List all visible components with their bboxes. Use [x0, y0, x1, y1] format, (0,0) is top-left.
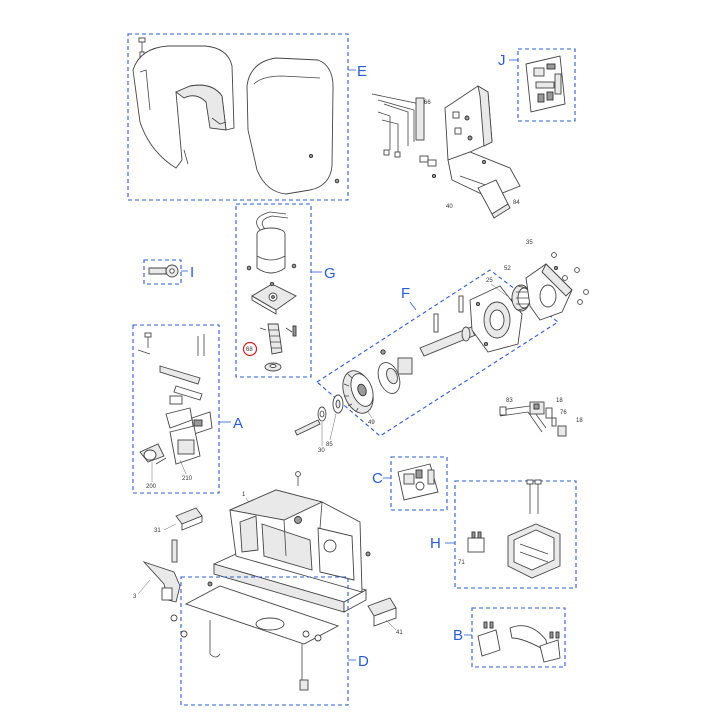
cover-closed-part — [246, 57, 340, 195]
part-number-85: 85 — [326, 442, 333, 448]
pinion-cover-part — [525, 263, 573, 321]
group-h-box — [454, 480, 577, 589]
spacer-washer-part — [264, 362, 282, 372]
leader-210 — [179, 459, 187, 475]
highlight-ring — [242, 341, 258, 357]
group-j[interactable]: J — [498, 48, 576, 122]
part-number-40: 40 — [446, 204, 453, 210]
highlighted-part-68[interactable]: 68 — [242, 341, 258, 357]
leader-41 — [385, 619, 397, 631]
group-a[interactable]: A 200 210 — [132, 324, 243, 494]
leader-49 — [367, 411, 373, 419]
motor-flange-part — [251, 281, 297, 315]
part-number-210: 210 — [182, 476, 193, 482]
group-a-label: A — [233, 415, 243, 432]
helical-gear-part — [342, 370, 374, 414]
group-f-label: F — [401, 285, 410, 302]
cable-plug-part — [175, 507, 203, 531]
group-h[interactable]: H 71 — [430, 479, 577, 589]
base-housing-part — [212, 471, 371, 613]
group-b-label: B — [453, 627, 463, 644]
part-number-83: 83 — [506, 398, 513, 404]
leader-31 — [163, 523, 177, 531]
group-g[interactable]: G 68 — [235, 203, 336, 378]
gear-spacer-part — [367, 597, 397, 627]
part-number-49: 49 — [368, 420, 375, 426]
part-number-31: 31 — [154, 528, 161, 534]
part-number-30: 30 — [318, 448, 325, 454]
part-number-1: 1 — [242, 492, 246, 498]
board-mount-assembly: 66 40 84 — [371, 85, 521, 219]
group-i[interactable]: I — [143, 259, 194, 285]
limit-switch-plates-part — [477, 621, 561, 663]
group-i-label: I — [190, 264, 194, 281]
part-number-41: 41 — [396, 630, 403, 636]
group-j-box — [517, 48, 576, 122]
washer-part — [317, 394, 344, 422]
output-shaft-part — [419, 324, 480, 357]
group-g-label: G — [324, 265, 336, 282]
group-a-box — [132, 324, 220, 494]
control-board-part — [525, 55, 566, 113]
cover-screws-part: 35 52 — [504, 240, 589, 305]
transformer-part — [507, 479, 561, 579]
part-number-76: 76 — [560, 410, 567, 416]
group-f-leader — [409, 301, 417, 311]
group-e-label: E — [357, 63, 367, 80]
leader-25 — [490, 283, 508, 297]
group-b[interactable]: B — [453, 607, 566, 668]
part-number-18b: 18 — [576, 418, 583, 424]
cable-harness-part — [371, 93, 425, 158]
part-number-66: 66 — [424, 100, 431, 106]
part-number-68: 68 — [246, 347, 253, 353]
gear-hub-part — [377, 357, 413, 394]
group-d[interactable]: D — [170, 576, 369, 706]
group-e[interactable]: E — [127, 33, 367, 201]
part-number-71: 71 — [458, 560, 465, 566]
leader-85 — [329, 413, 337, 441]
spindle-part — [294, 419, 321, 436]
gearbox-base-assembly: 1 31 3 — [133, 471, 403, 636]
group-c-box — [390, 456, 448, 511]
terminal-block-part — [467, 531, 485, 553]
cover-shell-part — [132, 45, 235, 169]
part-number-35: 35 — [526, 240, 533, 246]
release-key-part — [148, 264, 179, 278]
part-number-84: 84 — [513, 200, 520, 206]
gear-housing-part — [469, 285, 523, 353]
board-support-part — [444, 85, 521, 199]
pinion-gear-part — [511, 284, 531, 312]
group-i-box — [143, 259, 182, 285]
part-number-25: 25 — [486, 278, 493, 284]
part-number-3: 3 — [133, 594, 137, 600]
group-f[interactable]: F — [294, 263, 573, 454]
group-b-box — [471, 607, 566, 668]
microswitch-assembly: 83 18 76 18 — [499, 398, 583, 437]
group-h-label: H — [430, 535, 441, 552]
limit-switch-parts — [137, 332, 213, 435]
part-number-52: 52 — [504, 266, 511, 272]
part-number-200: 200 — [146, 484, 157, 490]
group-d-box — [180, 576, 349, 706]
anchor-bracket-part — [142, 539, 181, 603]
pins-part — [380, 295, 464, 355]
group-c-label: C — [372, 470, 383, 487]
foundation-plate-part — [170, 581, 340, 691]
small-clips-part — [419, 155, 487, 179]
group-j-label: J — [498, 52, 506, 69]
part-number-18a: 18 — [556, 398, 563, 404]
group-g-box — [235, 203, 312, 378]
motor-part — [246, 211, 297, 274]
release-lever-part — [477, 179, 511, 219]
group-d-label: D — [358, 653, 369, 670]
leader-3 — [137, 579, 151, 595]
group-c[interactable]: C — [372, 456, 448, 511]
group-e-box — [127, 33, 349, 201]
worm-screw-part — [259, 323, 297, 355]
release-lock-part — [139, 425, 201, 465]
encoder-board-part — [397, 463, 439, 501]
